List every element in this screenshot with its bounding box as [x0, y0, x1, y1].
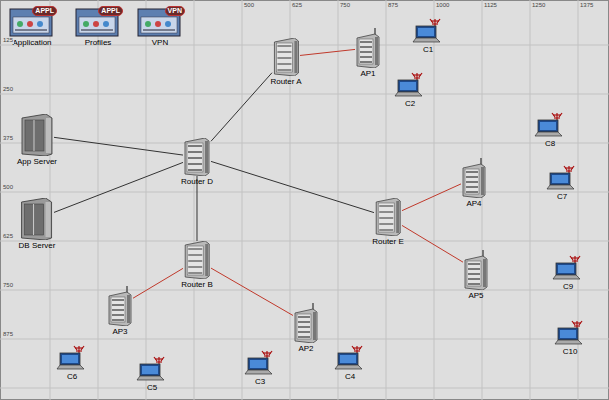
- axis-number: 875: [387, 2, 399, 9]
- router-node: Router E: [372, 198, 404, 246]
- laptop-icon: [554, 320, 586, 346]
- wired-link: [211, 73, 272, 142]
- laptop-node: C9: [552, 255, 584, 291]
- wired-link: [54, 137, 183, 155]
- router-node: Router A: [270, 38, 301, 86]
- laptop-node: C1: [412, 18, 444, 54]
- laptop-icon: [136, 356, 168, 382]
- axis-number: 750: [2, 282, 14, 289]
- ap-icon: [293, 303, 319, 343]
- node-label: C5: [147, 383, 157, 392]
- node-label: C2: [405, 99, 415, 108]
- axis-number: 1250: [531, 2, 546, 9]
- node-label: C7: [557, 192, 567, 201]
- laptop-node: C10: [554, 320, 586, 356]
- axis-number: 500: [2, 184, 14, 191]
- node-label: VPN: [152, 38, 168, 47]
- axis-number: 1125: [483, 2, 498, 9]
- ap-icon: [463, 250, 489, 290]
- laptop-icon: [244, 350, 276, 376]
- ap-node: AP3: [107, 286, 133, 336]
- ap-node: AP2: [293, 303, 319, 353]
- node-label: AP5: [468, 291, 483, 300]
- axis-number: 1375: [579, 2, 594, 9]
- wireless-link: [402, 184, 461, 211]
- laptop-node: C2: [394, 72, 426, 108]
- node-label: Router D: [181, 177, 213, 186]
- wireless-link: [300, 49, 355, 55]
- app-node: APPL Application: [9, 5, 55, 47]
- axis-number: 500: [243, 2, 255, 9]
- node-label: DB Server: [19, 241, 56, 250]
- router-icon: [272, 38, 300, 76]
- node-label: AP1: [360, 69, 375, 78]
- router-icon: [183, 138, 211, 176]
- wireless-link: [133, 268, 183, 298]
- laptop-node: C3: [244, 350, 276, 386]
- laptop-icon: [334, 345, 366, 371]
- node-label: Router E: [372, 237, 404, 246]
- laptop-node: C5: [136, 356, 168, 392]
- laptop-icon: [412, 18, 444, 44]
- wired-link: [211, 161, 374, 212]
- ap-node: AP4: [461, 158, 487, 208]
- node-label: App Server: [17, 157, 57, 166]
- node-label: AP4: [466, 199, 481, 208]
- app-node: VPN VPN: [137, 5, 183, 47]
- axis-number: 125: [2, 37, 14, 44]
- axis-number: 625: [291, 2, 303, 9]
- wired-link: [54, 162, 183, 212]
- badge-text: APPL: [98, 6, 123, 16]
- node-label: C10: [563, 347, 578, 356]
- laptop-icon: [546, 165, 578, 191]
- node-label: Router A: [270, 77, 301, 86]
- axis-number: 750: [339, 2, 351, 9]
- node-label: Router B: [181, 280, 213, 289]
- laptop-node: C7: [546, 165, 578, 201]
- badge-text: VPN: [165, 6, 185, 16]
- axis-number: 1000: [435, 2, 450, 9]
- ap-icon: [355, 28, 381, 68]
- router-icon: [183, 241, 211, 279]
- node-label: C6: [67, 372, 77, 381]
- server-icon: [20, 198, 54, 240]
- node-label: Profiles: [85, 38, 112, 47]
- node-label: C9: [563, 282, 573, 291]
- axis-number: 875: [2, 331, 14, 338]
- badge-text: APPL: [32, 6, 57, 16]
- server-node: DB Server: [19, 198, 56, 250]
- ap-node: AP1: [355, 28, 381, 78]
- node-label: Application: [12, 38, 51, 47]
- axis-number: 625: [2, 233, 14, 240]
- ap-node: AP5: [463, 250, 489, 300]
- laptop-icon: [552, 255, 584, 281]
- node-label: C4: [345, 372, 355, 381]
- ap-icon: [107, 286, 133, 326]
- app-node: APPL Profiles: [75, 5, 121, 47]
- node-label: C8: [545, 139, 555, 148]
- laptop-node: C8: [534, 112, 566, 148]
- node-label: C3: [255, 377, 265, 386]
- server-node: App Server: [17, 114, 57, 166]
- node-label: C1: [423, 45, 433, 54]
- axis-number: 250: [2, 86, 14, 93]
- router-node: Router B: [181, 241, 213, 289]
- server-icon: [20, 114, 54, 156]
- laptop-icon: [56, 345, 88, 371]
- wireless-link: [211, 268, 293, 315]
- router-icon: [374, 198, 402, 236]
- wireless-link: [402, 225, 463, 262]
- router-node: Router D: [181, 138, 213, 186]
- laptop-node: C6: [56, 345, 88, 381]
- laptop-node: C4: [334, 345, 366, 381]
- node-label: AP3: [112, 327, 127, 336]
- node-label: AP2: [298, 344, 313, 353]
- axis-number: 375: [2, 135, 14, 142]
- ap-icon: [461, 158, 487, 198]
- laptop-icon: [534, 112, 566, 138]
- laptop-icon: [394, 72, 426, 98]
